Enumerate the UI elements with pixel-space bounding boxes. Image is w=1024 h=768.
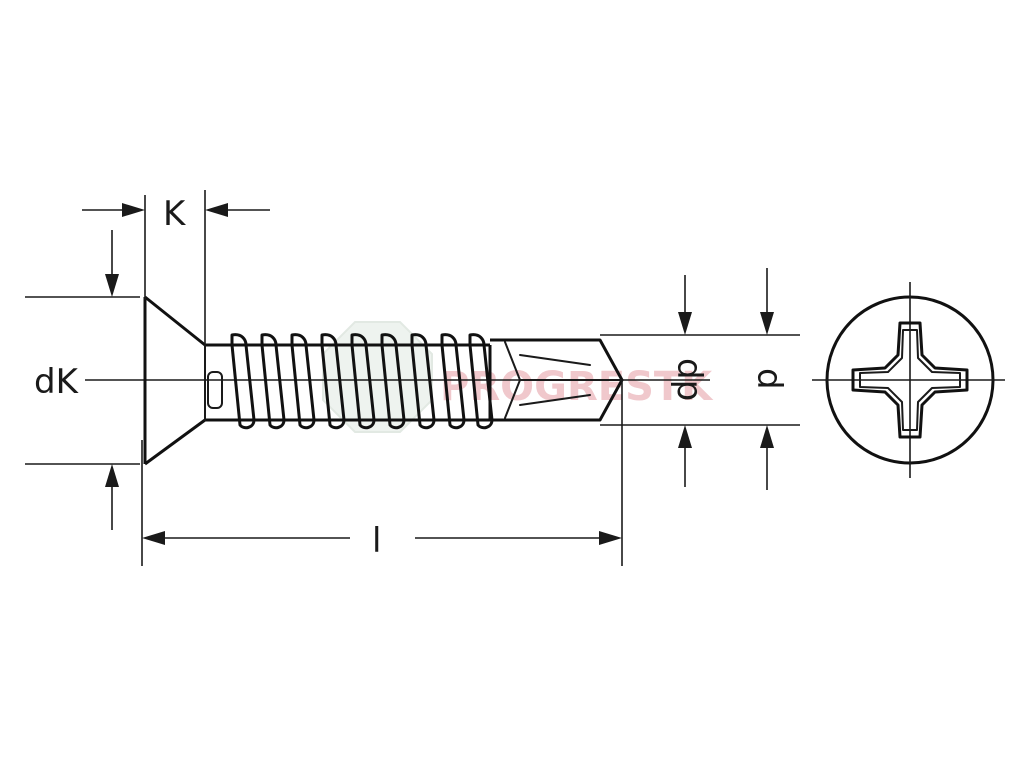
thread-crest	[260, 333, 286, 430]
d-label: d	[749, 368, 789, 390]
l-label: l	[372, 521, 381, 561]
thread-crest	[440, 333, 466, 430]
d-dimension: d	[749, 268, 789, 490]
l-dimension: l	[142, 521, 622, 561]
dp-dimension: dp	[669, 275, 709, 487]
thread-crest	[350, 333, 376, 430]
screw-thread	[207, 333, 494, 430]
k-dimension: K	[82, 190, 270, 345]
screw-head	[143, 295, 230, 466]
dp-label: dp	[669, 358, 709, 401]
thread-crest	[230, 333, 256, 430]
extension-lines	[141, 334, 800, 566]
watermark: PROGRESTK	[322, 321, 714, 433]
head-top-view	[812, 282, 1005, 478]
k-label: K	[163, 194, 187, 234]
dk-label: dK	[34, 362, 80, 402]
thread-crest	[320, 333, 346, 430]
dk-dimension: dK	[25, 230, 140, 530]
thread-crest	[290, 333, 316, 430]
phillips-recess-icon	[851, 321, 969, 439]
thread-crest	[410, 333, 436, 430]
thread-crest	[380, 333, 406, 430]
